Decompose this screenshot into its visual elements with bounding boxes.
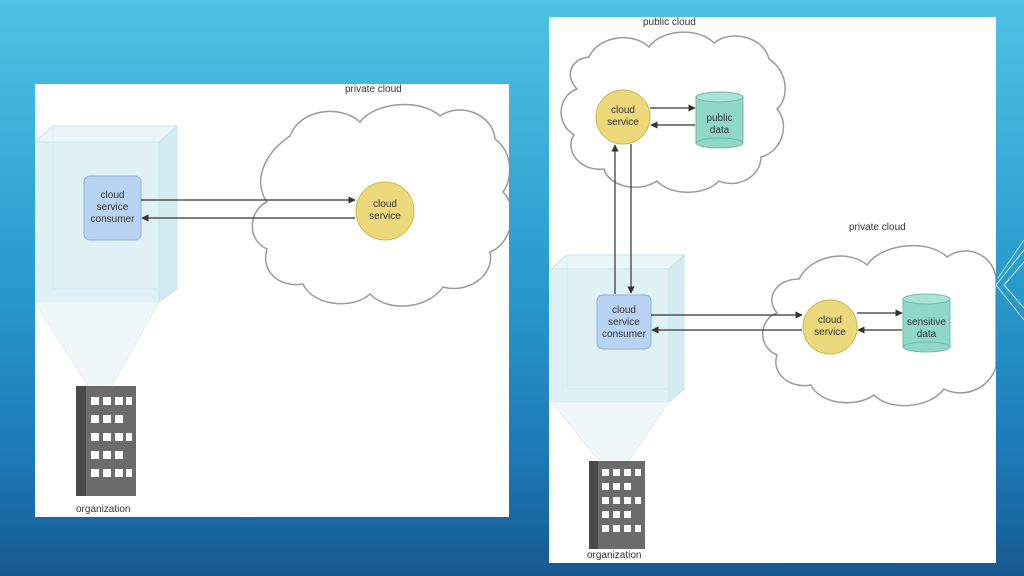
public-data-label-line-1: public <box>706 113 733 124</box>
consumer-label-line-2: service <box>96 202 129 213</box>
sensitive-data-cylinder <box>902 293 951 353</box>
private-service-label-line-2: service <box>814 327 846 338</box>
decorative-lines <box>996 240 1024 321</box>
right-diagram-panel: public cloud private cloud cloud service… <box>549 17 996 563</box>
sensitive-data-label-line-2: data <box>916 329 937 340</box>
left-diagram-graphics <box>35 103 509 496</box>
public-cloud-service-circle <box>595 89 651 145</box>
consumer-box-right <box>596 294 652 350</box>
consumer-label-line-3: consumer <box>90 214 135 225</box>
public-data-cylinder <box>695 91 744 149</box>
consumer-label-right-line-3: consumer <box>602 329 646 340</box>
private-cloud-label: private cloud <box>345 84 402 95</box>
organization-building-icon <box>76 386 136 496</box>
private-cloud-label-right: private cloud <box>849 222 906 233</box>
private-cloud-service-circle <box>802 299 858 355</box>
cloud-service-label-line-1: cloud <box>373 199 397 210</box>
organization-building-icon-right <box>589 461 645 549</box>
public-cloud-shape <box>560 31 786 193</box>
public-service-label: cloud service <box>596 105 650 129</box>
cloud-service-label: cloud service <box>356 199 414 223</box>
consumer-label-right: cloud service consumer <box>594 305 654 341</box>
public-service-label-line-1: cloud <box>611 105 635 116</box>
cloud-service-circle <box>355 181 415 241</box>
private-service-label-line-1: cloud <box>818 315 842 326</box>
public-cloud-label: public cloud <box>643 17 696 28</box>
organization-label-right: organization <box>587 550 642 561</box>
sensitive-data-label: sensitive data <box>899 317 954 341</box>
public-data-label: public data <box>696 113 743 137</box>
left-diagram-panel: private cloud cloud service consumer clo… <box>35 84 509 517</box>
organization-boundary-right <box>549 253 686 464</box>
organization-boundary <box>35 124 179 390</box>
consumer-label: cloud service consumer <box>84 190 141 226</box>
cloud-service-label-line-2: service <box>369 211 401 222</box>
consumer-label-right-line-1: cloud <box>612 305 636 316</box>
consumer-label-line-1: cloud <box>100 190 125 201</box>
consumer-box <box>83 175 142 241</box>
public-data-label-line-2: data <box>709 125 730 136</box>
private-cloud-shape-right <box>762 244 996 407</box>
private-service-label: cloud service <box>803 315 857 339</box>
right-diagram-graphics <box>549 31 996 549</box>
public-service-label-line-2: service <box>607 117 639 128</box>
organization-label: organization <box>76 504 131 515</box>
sensitive-data-label-line-1: sensitive <box>907 317 946 328</box>
consumer-label-right-line-2: service <box>608 317 640 328</box>
